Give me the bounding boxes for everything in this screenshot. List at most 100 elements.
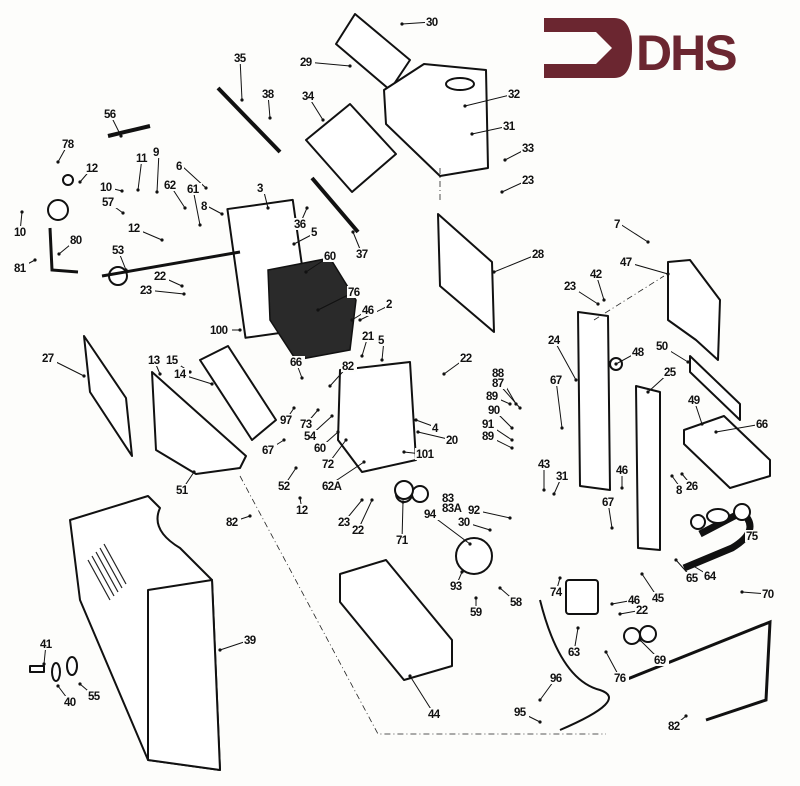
logo-text: DHS [636,25,736,81]
part-number: 72 [322,459,334,471]
arrow-head-icon [248,514,252,518]
top-plate [305,103,397,193]
arrow-head-icon [468,542,472,546]
arrow-head-icon [282,438,286,442]
arrow-head-icon [358,318,362,322]
part-number: 38 [262,89,275,101]
part-number: 66 [290,357,302,369]
part-label-22: 22 [442,352,475,376]
part-number: 94 [424,509,437,521]
part-number: 46 [616,465,628,477]
part-number: 76 [614,673,626,685]
part-number: 81 [14,263,27,275]
part-number: 101 [416,449,435,461]
part-number: 2 [386,299,392,311]
leader-line [206,205,223,215]
arrow-head-icon [316,408,320,412]
arrow-head-icon [510,426,514,430]
part-number: 35 [234,53,247,65]
part-number: 22 [460,353,472,365]
arrow-head-icon [684,714,688,718]
arrow-head-icon [560,426,564,430]
arrow-head-icon [538,720,542,724]
part-label-90: 90 [487,404,514,430]
part-number: 43 [538,459,550,471]
part-label-62a: 62A [321,460,366,493]
part-label-22: 22 [618,604,651,617]
part-number: 5 [311,227,318,239]
arrow-head-icon [360,354,364,358]
arrow-head-icon [402,450,406,454]
part-number: 23 [338,517,350,529]
part-label-41: 41 [39,638,55,666]
arrow-head-icon [160,238,164,242]
part-number: 60 [314,443,326,455]
part-label-89: 89 [485,390,512,406]
side-panel [83,335,133,457]
part-label-67: 67 [261,438,286,457]
part-label-61: 61 [186,183,202,227]
part-label-4: 4 [414,418,440,435]
part-label-9: 9 [152,146,161,194]
arrow-head-icon [20,210,24,214]
part-label-23: 23 [139,284,186,297]
part-label-76: 76 [604,650,629,685]
part-number: 80 [70,235,82,247]
part-number: 26 [686,481,698,493]
part-number: 64 [704,571,717,583]
part-label-75: 75 [745,530,761,543]
part-label-21: 21 [360,330,377,358]
arrow-head-icon [240,98,244,102]
arrow-head-icon [714,430,718,434]
arrow-head-icon [646,240,650,244]
part-number: 63 [568,647,580,659]
strip-50 [689,355,741,421]
part-label-92: 92 [467,504,512,520]
part-number: 45 [652,593,665,605]
part-number: 15 [166,355,179,367]
part-number: 58 [510,597,523,609]
arrow-head-icon [210,382,214,386]
part-label-30: 30 [400,16,441,29]
part-number: 82 [342,361,354,373]
arrow-head-icon [155,190,159,194]
part-label-93: 93 [449,570,465,593]
arrow-head-icon [666,272,670,276]
arrow-head-icon [119,134,123,138]
part-label-83a: 83A [441,502,464,515]
part-number: 91 [482,419,495,431]
part-number: 8 [676,485,683,497]
arrow-head-icon [538,698,542,702]
part-number: 36 [294,219,306,231]
part-label-59: 59 [469,596,485,619]
arrow-head-icon [316,308,320,312]
arrow-head-icon [360,498,364,502]
part-number: 5 [378,335,385,347]
arrow-head-icon [304,270,308,274]
part-number: 22 [636,605,648,617]
arrow-head-icon [508,516,512,520]
leader-line [715,423,763,433]
arrow-head-icon [604,650,608,654]
drip-tray [339,559,453,681]
arrow-head-icon [416,430,420,434]
part-number: 21 [362,331,375,343]
arrow-head-icon [503,158,507,162]
part-label-46: 46 [615,464,631,490]
part-label-76: 76 [316,286,363,312]
part-label-3: 3 [256,182,270,210]
arrow-head-icon [344,438,348,442]
part-number: 44 [428,709,441,721]
part-number: 62A [322,481,342,493]
part-number: 53 [112,245,124,257]
arrow-head-icon [305,206,309,210]
part-number: 25 [664,367,677,379]
part-number: 42 [590,269,602,281]
part-label-95: 95 [513,706,542,724]
arrow-head-icon [670,474,674,478]
control-frame [337,361,417,473]
part-label-23: 23 [337,498,364,529]
part-label-94: 94 [423,508,472,546]
mounting-channel-24 [577,311,611,491]
